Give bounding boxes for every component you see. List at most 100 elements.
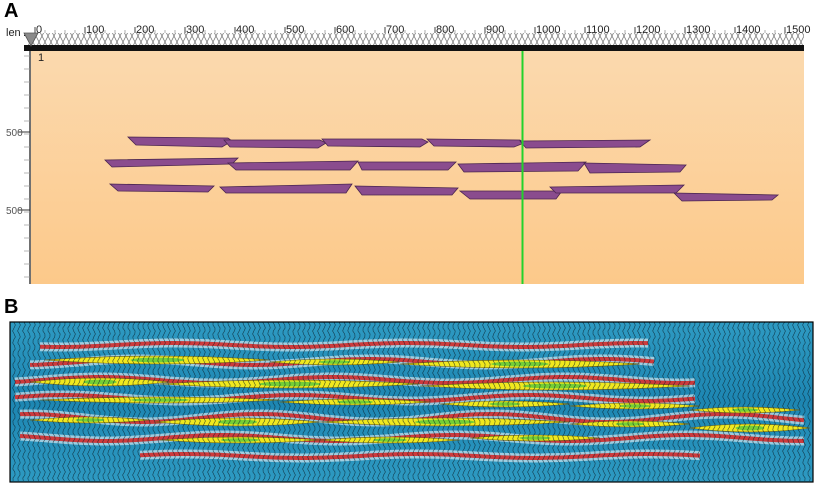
trace-wiggle — [532, 322, 536, 482]
trace-wiggle — [402, 322, 406, 482]
geobody-1[interactable] — [127, 136, 233, 148]
sand-lens-core — [130, 357, 185, 363]
geobody-5[interactable] — [519, 139, 652, 149]
trace-wiggle — [157, 322, 161, 482]
trace-wiggle — [487, 322, 491, 482]
trace-wiggle — [142, 322, 146, 482]
geobody-7[interactable] — [226, 160, 359, 171]
trace-wiggle — [422, 322, 426, 482]
trace-wiggle — [697, 322, 701, 482]
trace-wiggle — [427, 322, 431, 482]
trace-wiggle — [617, 322, 621, 482]
trace-wiggle — [517, 322, 521, 482]
trace-number: 1 — [38, 52, 44, 64]
trace-wiggle — [437, 322, 441, 482]
trace-wiggle — [762, 322, 766, 482]
trace-wiggle — [442, 322, 446, 482]
geobody-layer[interactable] — [104, 136, 780, 202]
geobody-13[interactable] — [354, 185, 459, 196]
trace-wiggle — [657, 322, 661, 482]
trace-wiggle — [237, 322, 241, 482]
trace-wiggle — [257, 322, 261, 482]
geobody-12[interactable] — [219, 183, 353, 194]
trace-wiggle — [82, 322, 86, 482]
trace-wiggle — [57, 322, 61, 482]
trace-wiggle — [102, 322, 106, 482]
trace-wiggle — [317, 322, 321, 482]
trace-wiggle — [797, 322, 801, 482]
trace-wiggle — [87, 322, 91, 482]
trace-wiggle — [342, 322, 346, 482]
trace-wiggle — [412, 322, 416, 482]
geobody-14[interactable] — [458, 190, 563, 200]
trace-wiggle — [62, 322, 66, 482]
trace-wiggle — [292, 322, 296, 482]
trace-wiggle — [687, 322, 691, 482]
trace-wiggle — [202, 322, 206, 482]
geobody-3[interactable] — [321, 138, 429, 148]
geobody-11[interactable] — [108, 183, 215, 193]
trace-wiggle — [272, 322, 276, 482]
trace-wiggle — [432, 322, 436, 482]
trace-wiggle — [447, 322, 451, 482]
trace-wiggle — [672, 322, 676, 482]
trace-wiggle-layer — [12, 322, 811, 482]
trace-wiggle — [52, 322, 56, 482]
trace-wiggle — [282, 322, 286, 482]
trace-wiggle — [602, 322, 606, 482]
trace-wiggle — [137, 322, 141, 482]
trace-wiggle — [327, 322, 331, 482]
trace-wiggle — [502, 322, 506, 482]
trace-wiggle — [47, 322, 51, 482]
trace-wiggle — [92, 322, 96, 482]
trace-wiggle — [417, 322, 421, 482]
geobody-8[interactable] — [357, 161, 457, 171]
trace-wiggle — [382, 322, 386, 482]
trace-wiggle — [357, 322, 361, 482]
panel-b-label: B — [4, 296, 19, 318]
trace-wiggle — [242, 322, 246, 482]
trace-wiggle — [682, 322, 686, 482]
trace-wiggle — [352, 322, 356, 482]
trace-wiggle — [37, 322, 41, 482]
trace-wiggle — [452, 322, 456, 482]
trace-wiggle — [802, 322, 806, 482]
reflector-peak — [14, 375, 696, 385]
trace-wiggle — [147, 322, 151, 482]
trace-wiggle — [112, 322, 116, 482]
geobody-2[interactable] — [223, 139, 327, 149]
trace-wiggle — [662, 322, 666, 482]
left-tick-label-2: 500 — [6, 206, 23, 217]
trace-wiggle — [287, 322, 291, 482]
trace-wiggle — [167, 322, 171, 482]
trace-wiggle — [212, 322, 216, 482]
trace-wiggle — [557, 322, 561, 482]
trace-wiggle — [122, 322, 126, 482]
ruler-tick-label: 0 — [36, 24, 42, 36]
geobody-4[interactable] — [426, 138, 525, 148]
trace-wiggle — [747, 322, 751, 482]
trace-wiggle — [477, 322, 481, 482]
trace-wiggle — [127, 322, 131, 482]
geobody-16[interactable] — [673, 192, 780, 202]
ruler-pointer-icon[interactable] — [23, 32, 39, 47]
ruler-corner-label: len — [6, 27, 21, 39]
geobody-10[interactable] — [583, 162, 687, 174]
trace-wiggle — [252, 322, 256, 482]
sand-lens-core — [75, 418, 105, 422]
trace-wiggle — [97, 322, 101, 482]
trace-wiggle — [347, 322, 351, 482]
trace-wiggle — [732, 322, 736, 482]
left-axis — [24, 51, 30, 284]
trace-wiggle — [172, 322, 176, 482]
trace-wiggle — [507, 322, 511, 482]
trace-wiggle — [472, 322, 476, 482]
trace-wiggle — [592, 322, 596, 482]
trace-wiggle — [392, 322, 396, 482]
trace-wiggle — [387, 322, 391, 482]
trace-wiggle — [627, 322, 631, 482]
trace-wiggle — [642, 322, 646, 482]
trace-wiggle — [187, 322, 191, 482]
trace-wiggle — [787, 322, 791, 482]
